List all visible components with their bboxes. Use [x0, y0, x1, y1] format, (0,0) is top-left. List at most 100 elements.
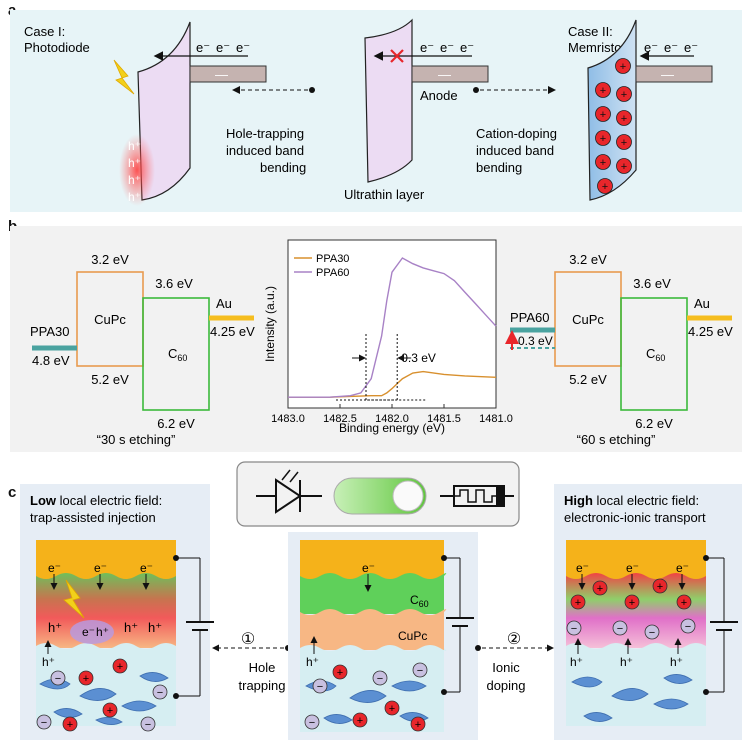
svg-text:+: + — [337, 667, 343, 679]
blocked-x-icon — [390, 49, 404, 63]
svg-text:−: − — [571, 623, 577, 635]
case2-title-line1: Case II: — [568, 24, 613, 39]
right-au-ev: 4.25 eV — [688, 324, 733, 339]
left-trap-h: h⁺ — [96, 625, 109, 639]
left-title-line1: Low local electric field: — [30, 493, 162, 508]
right-arrow-dot — [473, 87, 479, 93]
right-c60-top: 3.6 eV — [633, 276, 671, 291]
right-caption-1: Cation-doping — [476, 126, 557, 141]
cation-4: + — [595, 106, 611, 122]
light-bolt-icon — [113, 59, 135, 95]
case1-title-line2: Photodiode — [24, 40, 90, 55]
svg-text:+: + — [389, 703, 395, 715]
right-polymer-chains — [571, 674, 693, 722]
right-caption-3: bending — [476, 160, 522, 175]
ultrathin-band — [364, 18, 413, 183]
step2-number: ② — [507, 631, 521, 648]
svg-text:+: + — [415, 719, 421, 731]
case1-title-line1: Case I: — [24, 24, 65, 39]
left-light-bolt-icon — [63, 579, 85, 619]
hole-4: h⁺ — [128, 190, 141, 204]
left-c60-label: C60 — [168, 346, 187, 363]
case1-electron-1: e⁻ — [196, 40, 210, 55]
x-tick-label-0: 1483.0 — [271, 413, 305, 425]
right-h-1: h⁺ — [570, 655, 583, 669]
svg-text:+: + — [600, 157, 606, 169]
panel-label-c: c — [8, 484, 17, 501]
left-e-3: e⁻ — [140, 561, 153, 575]
svg-text:+: + — [600, 133, 606, 145]
center-electron-3: e⁻ — [460, 40, 474, 55]
center-c60-layer — [300, 573, 447, 614]
case2-electron-3: e⁻ — [684, 40, 698, 55]
svg-text:+: + — [621, 161, 627, 173]
center-cupc-layer — [300, 609, 447, 650]
right-cupc-label: CuPc — [572, 312, 604, 327]
right-caption: “60 s etching” — [577, 432, 656, 447]
chart-xlabel: Binding energy (eV) — [339, 421, 445, 435]
right-c60-bottom: 6.2 eV — [635, 416, 673, 431]
svg-text:−: − — [157, 687, 163, 699]
svg-text:+: + — [117, 661, 123, 673]
cation-10: + — [597, 178, 613, 194]
left-energy-diagram: 3.2 eV CuPc 5.2 eV 3.6 eV C60 6.2 eV PPA… — [30, 252, 255, 447]
svg-text:+: + — [575, 597, 581, 609]
left-ppa-ev: 4.8 eV — [32, 353, 70, 368]
anode-label: Anode — [420, 88, 458, 103]
svg-text:+: + — [629, 597, 635, 609]
svg-text:+: + — [621, 89, 627, 101]
left-c60-box — [142, 297, 210, 411]
right-cations: + + + + + — [570, 578, 692, 610]
right-ppa-label: PPA60 — [510, 310, 550, 325]
cation-6: + — [595, 130, 611, 146]
left-polymer-chains — [39, 672, 169, 725]
right-c60-box — [620, 297, 688, 411]
center-c60-label: C60 — [410, 593, 429, 609]
case1-electron-2: e⁻ — [216, 40, 230, 55]
cation-7: + — [616, 134, 632, 150]
svg-text:+: + — [620, 61, 626, 73]
right-cupc-bottom: 5.2 eV — [569, 372, 607, 387]
chart-annotation-label: 0.3 eV — [401, 351, 436, 365]
x-tick-label-3: 1481.5 — [427, 413, 461, 425]
svg-text:−: − — [55, 673, 61, 685]
cation-8: + — [595, 154, 611, 170]
right-h-2: h⁺ — [620, 655, 633, 669]
chart-shift-annotation: 0.3 eV — [336, 334, 436, 402]
left-cupc-label: CuPc — [94, 312, 126, 327]
legend-ppa30: PPA30 — [316, 253, 349, 265]
chart-ylabel: Intensity (a.u.) — [263, 286, 277, 362]
svg-text:−: − — [417, 665, 423, 677]
left-caption-1: Hole-trapping — [226, 126, 304, 141]
svg-text:−: − — [317, 681, 323, 693]
anode-minus: — — [438, 67, 451, 82]
cation-5: + — [616, 110, 632, 126]
panel-b: 3.2 eV CuPc 5.2 eV 3.6 eV C60 6.2 eV PPA… — [10, 226, 742, 452]
right-shift-label: 0.3 eV — [518, 334, 553, 348]
case2-minus: — — [661, 67, 674, 82]
step2-label-2: doping — [486, 678, 525, 693]
step1-number: ① — [241, 631, 255, 648]
x-tick-label-4: 1481.0 — [479, 413, 513, 425]
case1-electron-3: e⁻ — [236, 40, 250, 55]
right-cupc-top: 3.2 eV — [569, 252, 607, 267]
svg-text:+: + — [597, 583, 603, 595]
right-c60-label: C60 — [646, 346, 665, 363]
center-ions: + − − − − + + + — [304, 662, 428, 732]
left-caption-3: bending — [260, 160, 306, 175]
right-e-2: e⁻ — [626, 561, 639, 575]
svg-text:+: + — [107, 705, 113, 717]
right-active-layer — [566, 573, 706, 648]
case1-anode-bar — [189, 65, 267, 83]
left-arrow-dot — [309, 87, 315, 93]
cation-group: + + + + + + + + + + — [595, 58, 632, 194]
svg-text:−: − — [145, 719, 151, 731]
svg-text:−: − — [377, 673, 383, 685]
left-e-1: e⁻ — [48, 561, 61, 575]
left-c60-bottom: 6.2 eV — [157, 416, 195, 431]
cation-9: + — [616, 158, 632, 174]
memristor-icon — [440, 485, 514, 507]
ultrathin-label: Ultrathin layer — [344, 187, 425, 202]
cation-2: + — [595, 82, 611, 98]
